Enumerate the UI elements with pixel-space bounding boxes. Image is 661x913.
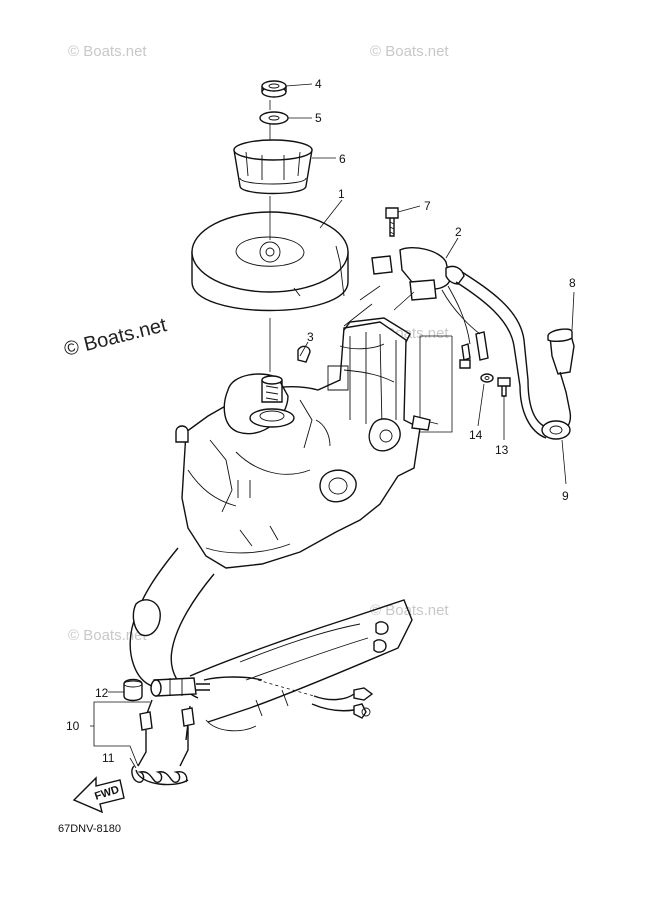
washer-part-14 [480,373,494,383]
callout-11: 11 [102,751,115,765]
coil-terminals [441,285,489,369]
watermark-main: © Boats.net [62,314,169,361]
ignition-coil-part-2 [371,246,549,439]
watermark-top-left: © Boats.net [68,43,147,60]
callout-5: 5 [315,111,322,125]
callout-8: 8 [569,276,576,290]
callout-leaders [90,83,575,769]
washer-part-5 [259,111,289,125]
callout-10: 10 [66,719,80,733]
watermark-mid-left: © Boats.net [68,627,147,644]
powerhead-block [175,317,439,569]
starter-pulley-part-6 [233,139,313,195]
spark-plug-cap-part-8 [547,328,575,433]
callout-2: 2 [455,225,462,239]
key-part-3 [297,345,311,363]
forward-arrow: FWD [72,776,125,814]
callout-4: 4 [315,77,322,91]
reference-code: 67DNV-8180 [58,823,121,835]
lanyard-part-11 [131,699,195,786]
callout-6: 6 [339,152,346,166]
screw-part-13 [497,377,511,397]
watermark-mid-right: © Boats.net [370,602,449,619]
callout-9: 9 [562,489,569,503]
callout-3: 3 [307,330,314,344]
bolt-part-7 [385,207,399,237]
grommet-part-9 [541,420,571,440]
callout-1: 1 [338,187,345,201]
callout-14: 14 [469,428,483,442]
watermark-top-right: © Boats.net [370,43,449,60]
callout-7: 7 [424,199,431,213]
nut-part-4 [261,80,287,98]
stop-switch-part-10 [150,677,210,697]
stop-switch-wiring [203,676,374,719]
callout-13: 13 [495,443,509,457]
switch-cap-part-12 [123,678,143,702]
callout-12: 12 [95,686,109,700]
tiller-handle [129,547,413,732]
